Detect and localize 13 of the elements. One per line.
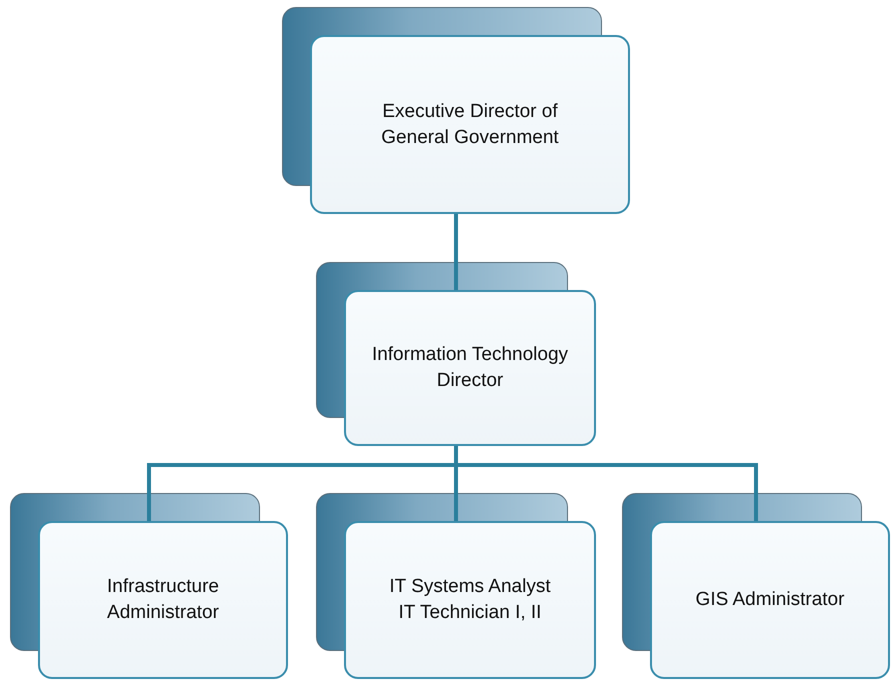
position-box [650,521,890,679]
connector-line [454,214,458,290]
connector-line [454,446,758,521]
position-box [310,35,630,214]
position-title: Infrastructure Administrator [106,575,220,625]
position-title: Executive Director of General Government [380,100,560,150]
position-box [344,290,596,446]
position-title: Information Technology Director [370,343,570,393]
position-box [38,521,288,679]
position-title: IT Technician I, II [398,601,542,625]
position-title: GIS Administrator [694,588,846,612]
position-box [344,521,596,679]
position-title: IT Systems Analyst [388,575,552,600]
